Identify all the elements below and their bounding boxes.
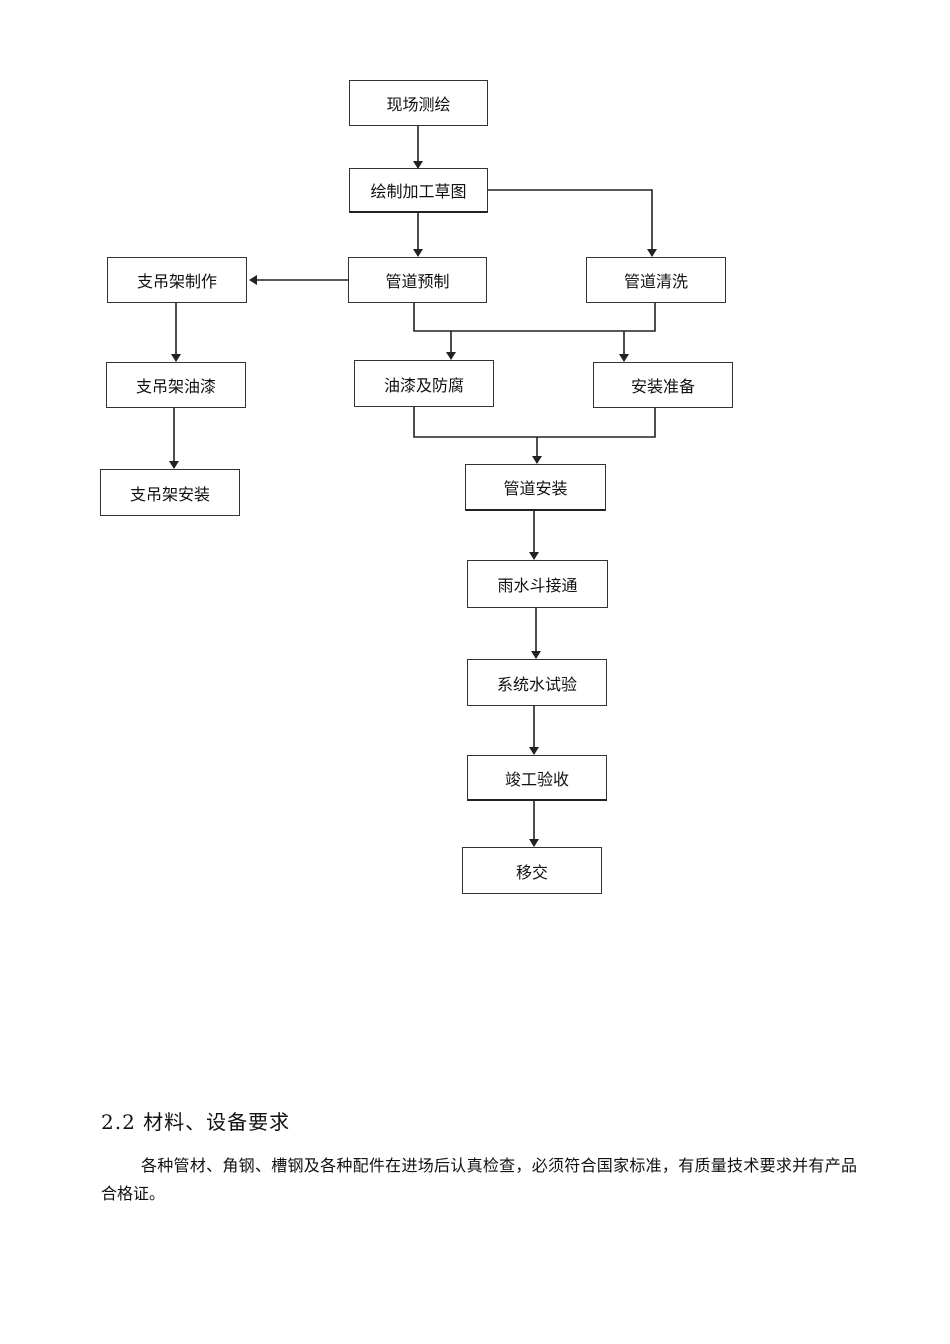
node-rain-hopper: 雨水斗接通: [467, 560, 608, 608]
node-pipe-prefab: 管道预制: [348, 257, 487, 303]
node-pipe-install: 管道安装: [465, 464, 606, 511]
flowchart-connectors: [169, 126, 657, 847]
node-support-install: 支吊架安装: [100, 469, 240, 516]
node-drafting: 绘制加工草图: [349, 168, 488, 213]
node-install-prep: 安装准备: [593, 362, 733, 408]
merge-line-upper: [413, 303, 656, 332]
node-paint-anticorrosion: 油漆及防腐: [354, 360, 494, 407]
node-pipe-clean: 管道清洗: [586, 257, 726, 303]
node-support-make: 支吊架制作: [107, 257, 247, 303]
section-body-paragraph: 各种管材、角钢、槽钢及各种配件在进场后认真检查，必须符合国家标准，有质量技术要求…: [101, 1156, 857, 1203]
node-support-paint: 支吊架油漆: [106, 362, 246, 408]
node-acceptance: 竣工验收: [467, 755, 607, 801]
node-handover: 移交: [462, 847, 602, 894]
flowchart: 现场测绘 绘制加工草图 管道预制 管道清洗 支吊架制作 支吊架油漆 支吊架安装 …: [100, 80, 733, 894]
merge-line-lower: [413, 407, 656, 438]
node-water-test: 系统水试验: [467, 659, 607, 706]
section-heading: 2.2 材料、设备要求: [101, 1110, 291, 1134]
node-survey: 现场测绘: [349, 80, 488, 126]
arrow-drafting-to-pipe-clean: [488, 189, 657, 257]
